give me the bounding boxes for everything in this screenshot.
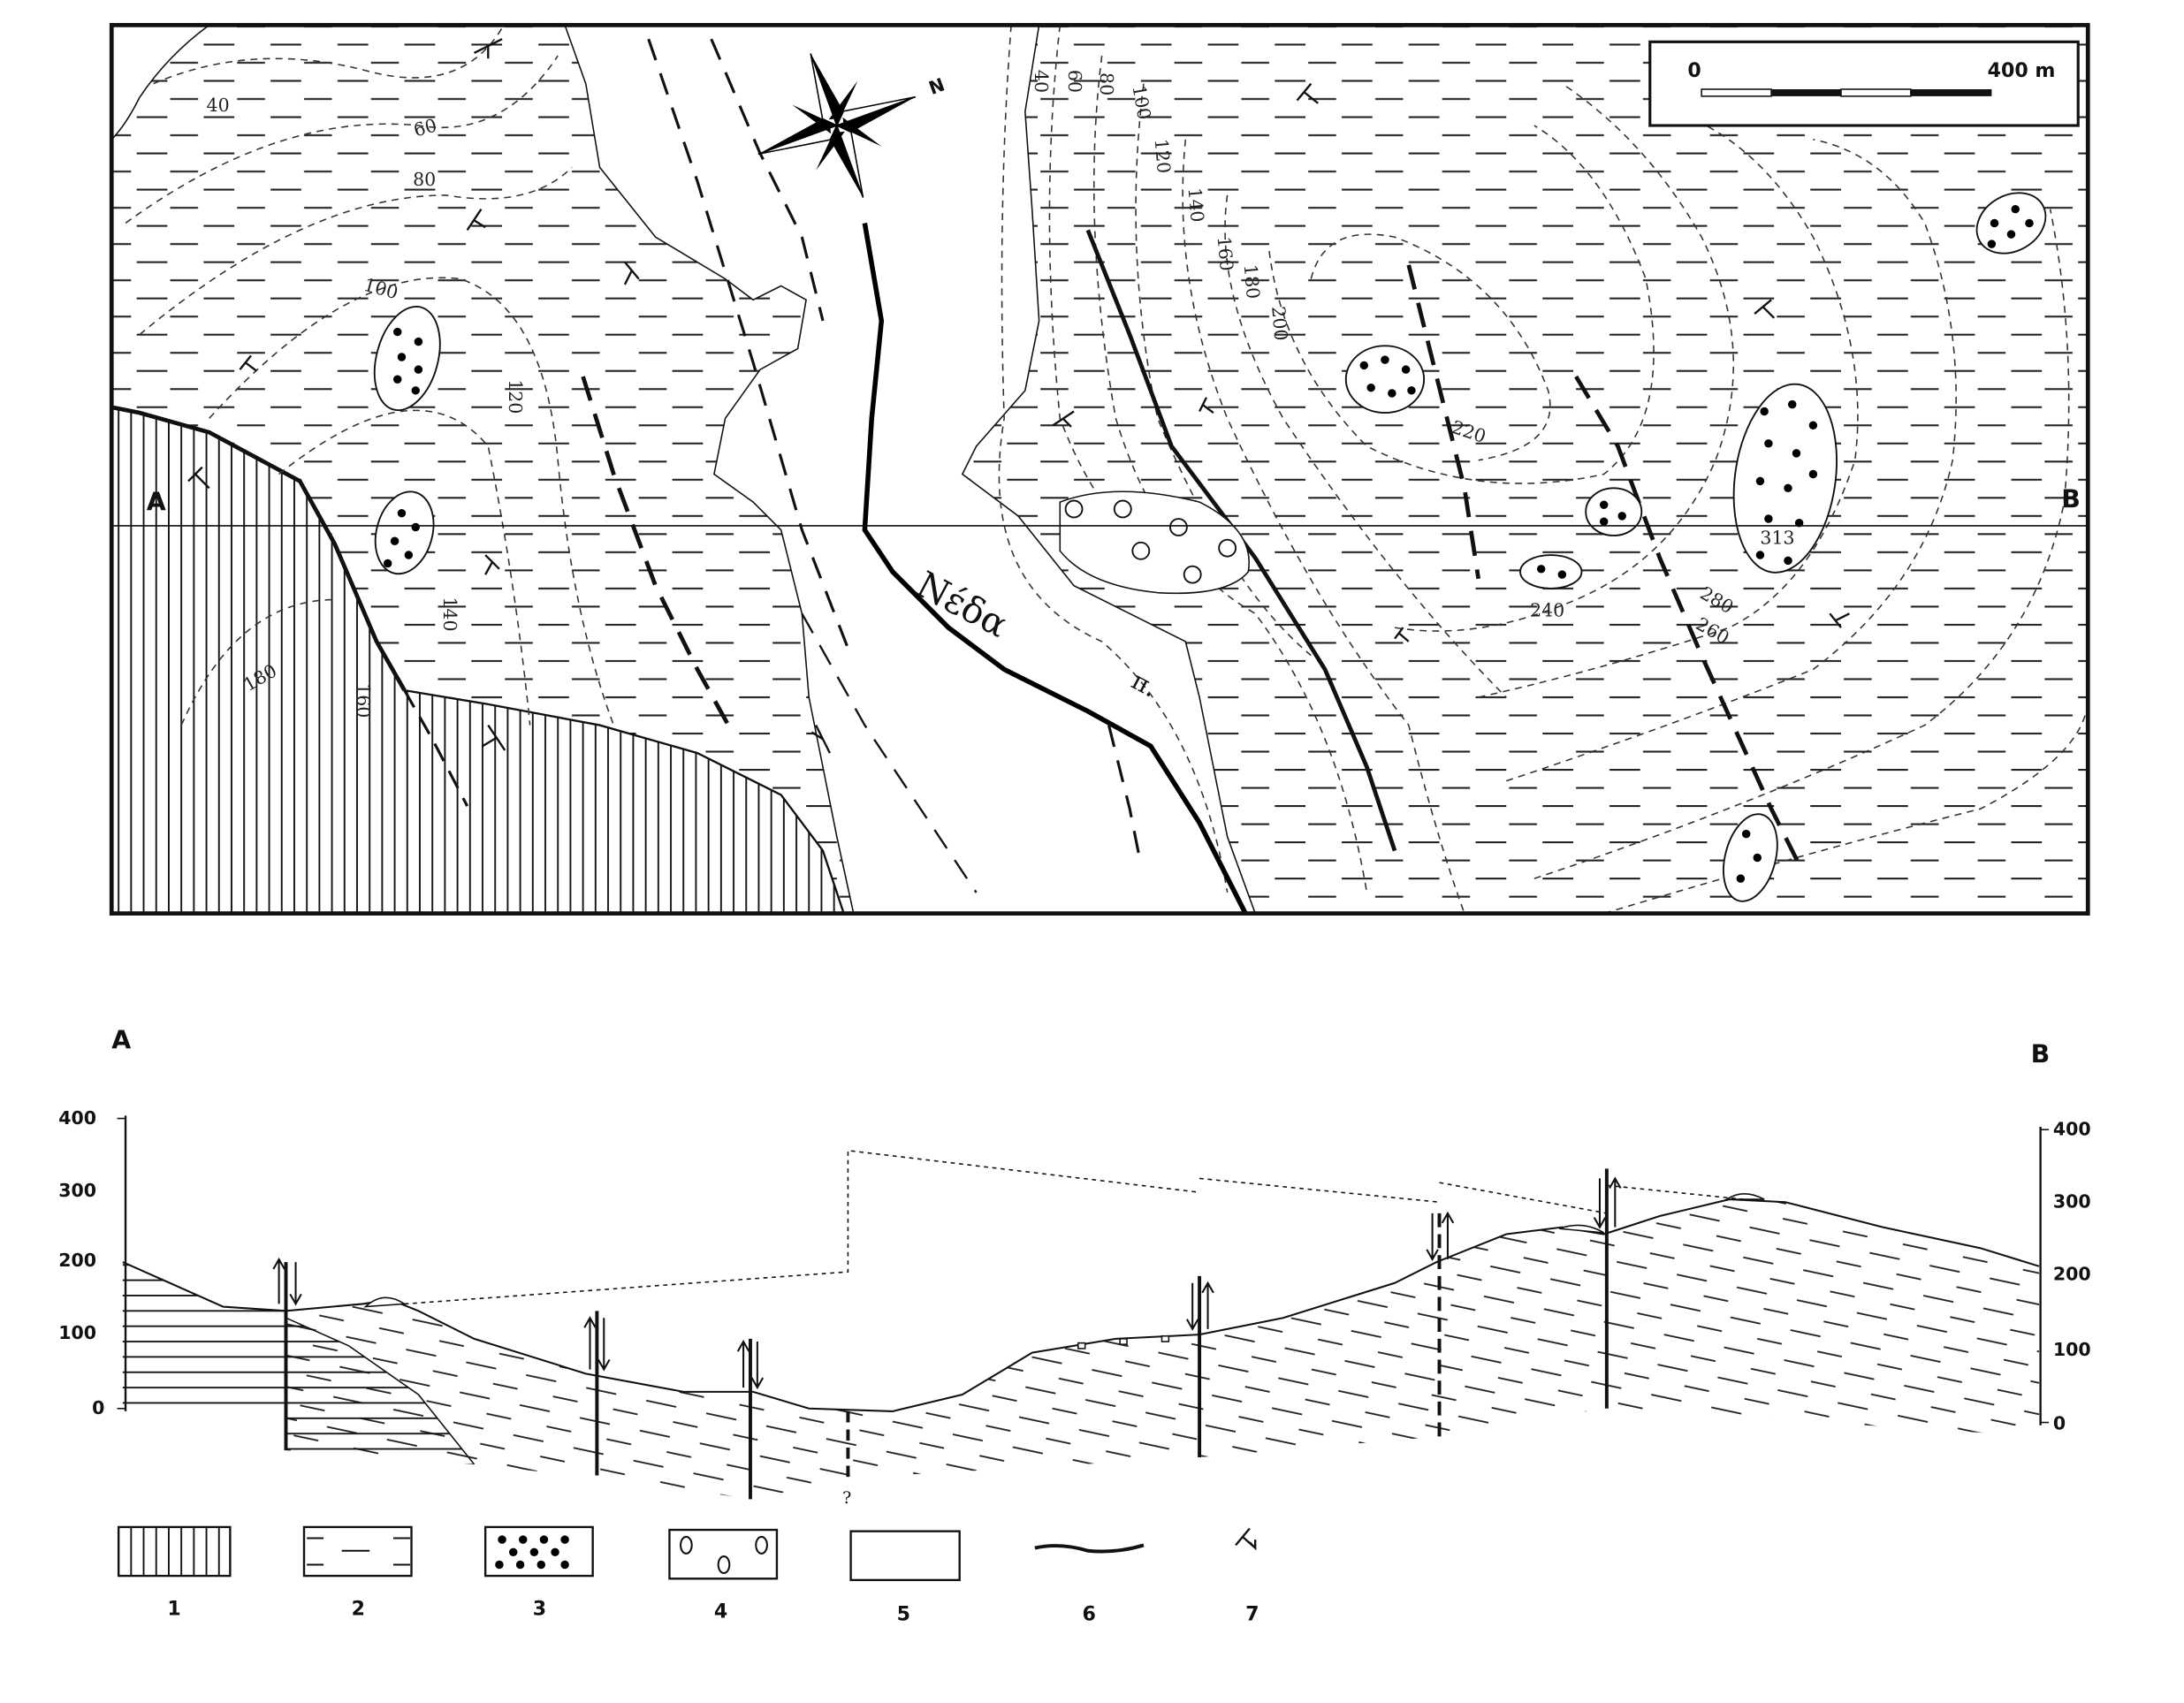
svg-text:200: 200 [58, 1250, 96, 1271]
river-line [862, 223, 1248, 915]
svg-text:6: 6 [1083, 1603, 1096, 1626]
left-elevation-axis: 400 300 200 100 0 [58, 1107, 127, 1418]
map-frame [109, 23, 2090, 916]
unknown-fault-mark: ? [842, 1488, 851, 1508]
section-unit-2 [285, 1199, 2040, 1500]
section-label-a: A [147, 488, 166, 517]
svg-text:0: 0 [1687, 59, 1701, 82]
contour-label: 180 [1240, 263, 1264, 300]
contour-label: 120 [505, 379, 526, 414]
svg-text:300: 300 [2053, 1191, 2091, 1213]
dip-strike-symbols [187, 38, 1850, 754]
contour-labels-east: 40 60 80 100 120 140 160 180 200 220 240… [1031, 70, 1795, 649]
svg-text:0: 0 [2053, 1412, 2066, 1433]
section-start-label: A [111, 1026, 131, 1055]
section-caps [363, 1192, 1765, 1349]
scale-bar: 0 400 m [1648, 40, 2080, 127]
ground-profile [122, 1198, 2040, 1412]
svg-text:400 m: 400 m [1988, 59, 2056, 82]
legend-item-3: 3 [483, 1525, 594, 1620]
section-faults [284, 1168, 1609, 1500]
river-valley [563, 24, 1257, 915]
section-end-label: B [2031, 1039, 2051, 1068]
legend-item-1: 1 [117, 1525, 232, 1620]
svg-text:0: 0 [92, 1397, 104, 1418]
contour-label: 140 [1183, 186, 1207, 223]
svg-text:3: 3 [533, 1597, 546, 1620]
legend-item-4: 4 [668, 1528, 779, 1623]
north-arrow-icon [757, 53, 917, 198]
contour-label: 160 [353, 683, 374, 718]
contour-label: 40 [1031, 70, 1052, 93]
svg-text:5: 5 [897, 1603, 910, 1626]
reconstructed-surface [404, 1149, 1744, 1305]
contour-label: 60 [1064, 70, 1085, 93]
right-elevation-axis: 400 300 200 100 0 [2039, 1118, 2091, 1433]
svg-text:7: 7 [1245, 1603, 1259, 1626]
unit-1-boundary [110, 405, 407, 692]
svg-text:200: 200 [2053, 1264, 2091, 1285]
legend: 1 2 3 4 5 6 7 [117, 1525, 1259, 1626]
svg-text:100: 100 [58, 1322, 96, 1343]
contour-label: 160 [1214, 236, 1237, 272]
contour-label: 240 [1530, 599, 1564, 620]
fault-movement-arrows [272, 1176, 1622, 1390]
legend-item-5: 5 [849, 1530, 961, 1626]
summit-elevation-label: 313 [1760, 527, 1794, 548]
contour-label: 80 [413, 169, 436, 190]
contour-label: 120 [1151, 138, 1175, 174]
svg-text:4: 4 [714, 1600, 727, 1623]
legend-item-6: 6 [1034, 1543, 1145, 1626]
contour-label: 40 [207, 95, 230, 116]
svg-text:1: 1 [167, 1597, 180, 1620]
svg-text:300: 300 [58, 1180, 96, 1201]
svg-text:100: 100 [2053, 1339, 2091, 1360]
legend-item-7: 7 [1235, 1527, 1259, 1626]
cross-section: A B 400 300 200 100 0 400 300 200 100 0 [58, 1026, 2090, 1508]
unit-5-area [111, 25, 209, 140]
section-unit-1 [122, 1262, 475, 1464]
svg-text:400: 400 [58, 1107, 96, 1129]
svg-text:2: 2 [352, 1597, 365, 1620]
svg-text:400: 400 [2053, 1118, 2091, 1139]
unit-4-patch [1059, 490, 1250, 595]
fault-lines [403, 38, 1801, 893]
contour-label: 200 [1267, 306, 1291, 342]
legend-item-2: 2 [302, 1525, 413, 1620]
contour-label: 140 [439, 597, 460, 631]
contour-label: 80 [1096, 72, 1117, 95]
geological-map: A B 40 60 80 100 120 140 160 180 40 60 8… [109, 23, 2090, 916]
section-label-b: B [2061, 484, 2081, 513]
